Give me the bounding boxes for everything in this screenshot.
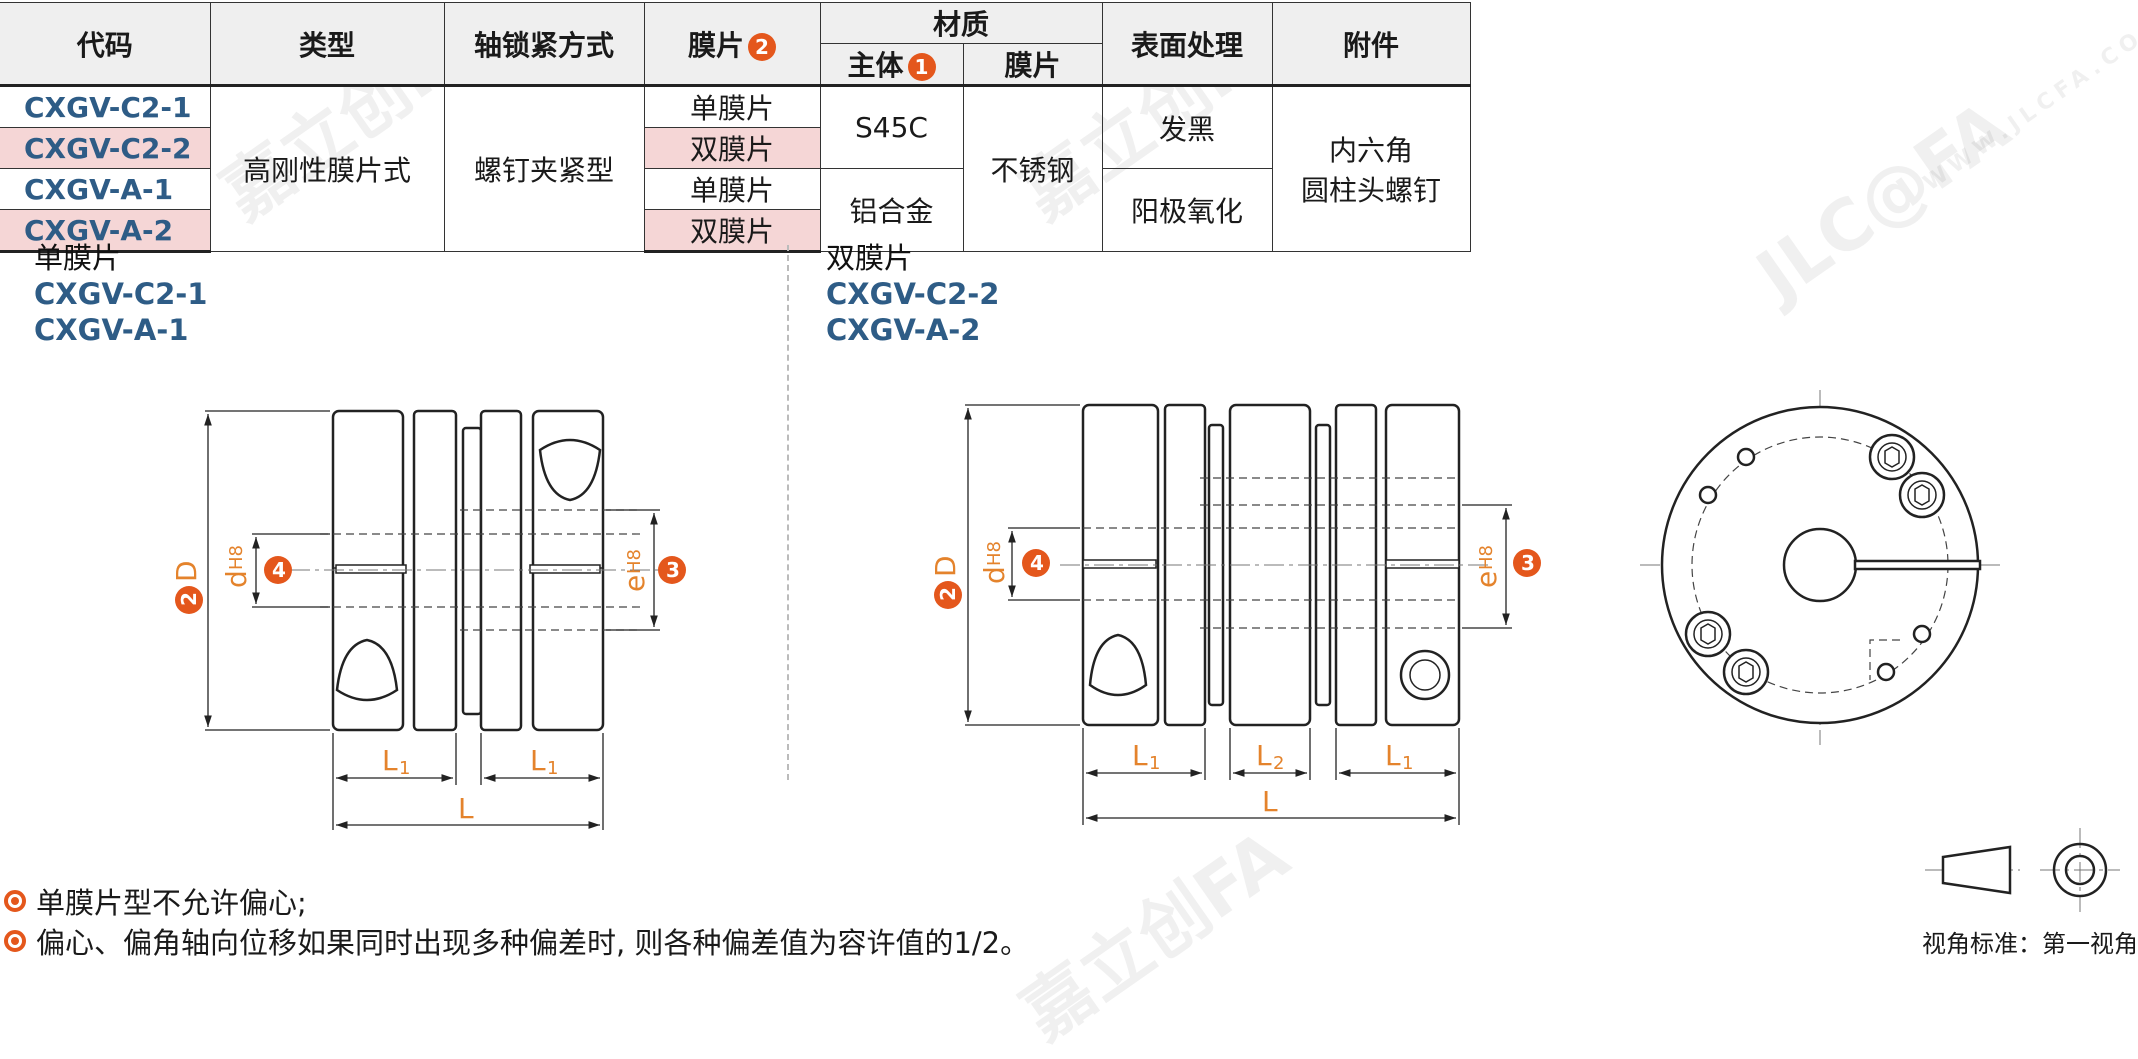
end-view <box>1640 390 2000 745</box>
diaphragm-cell: 单膜片 <box>643 85 821 128</box>
diaphragm-cell: 双膜片 <box>643 209 821 253</box>
body-cell: 铝合金 <box>819 168 964 252</box>
svg-text:2: 2 <box>936 587 960 601</box>
header-accessory: 附件 <box>1271 2 1471 86</box>
double-diaphragm-side-view <box>1060 403 1490 727</box>
accessory-cell: 内六角圆柱头螺钉 <box>1271 85 1471 252</box>
svg-text:H8: H8 <box>984 541 1005 566</box>
bullet-icon <box>4 890 26 912</box>
surface-cell: 阳极氧化 <box>1101 168 1273 252</box>
svg-text:H8: H8 <box>226 545 247 570</box>
code-cell: CXGV-A-2 <box>0 209 211 253</box>
svg-text:1: 1 <box>1149 753 1160 774</box>
header-type: 类型 <box>209 2 445 86</box>
svg-text:1: 1 <box>1402 753 1413 774</box>
svg-text:3: 3 <box>666 558 680 582</box>
header-mat-diaphragm: 膜片 <box>962 43 1103 86</box>
svg-text:e: e <box>618 575 651 592</box>
right-group-title: 双膜片 <box>826 241 914 275</box>
section-divider <box>787 245 789 780</box>
code-cell: CXGV-A-1 <box>0 168 211 210</box>
svg-text:1: 1 <box>399 758 410 779</box>
diaphragm-cell: 双膜片 <box>643 127 821 169</box>
table-row: CXGV-A-2 双膜片 <box>0 209 1470 253</box>
technical-drawing: .ol { fill: #fff; stroke: #222; stroke-w… <box>170 390 2120 912</box>
svg-text:d: d <box>978 566 1011 584</box>
svg-text:L: L <box>1262 785 1278 818</box>
mat-diaphragm-cell: 不锈钢 <box>962 85 1103 252</box>
lock-cell: 螺钉夹紧型 <box>443 85 645 252</box>
note-2: 偏心、偏角轴向位移如果同时出现多种偏差时, 则各种偏差值为容许值的1/2。 <box>4 920 1029 962</box>
svg-text:e: e <box>1470 571 1503 588</box>
surface-cell: 发黑 <box>1101 85 1273 169</box>
left-group-label: 单膜片 CXGV-C2-1 CXGV-A-1 <box>34 240 208 348</box>
header-code: 代码 <box>0 2 211 86</box>
svg-text:L: L <box>530 744 546 777</box>
svg-text:L: L <box>1256 739 1272 772</box>
diaphragm-cell: 单膜片 <box>643 168 821 210</box>
table-row: CXGV-C2-2 双膜片 <box>0 127 1470 169</box>
svg-text:H8: H8 <box>1476 545 1497 570</box>
left-group-code: CXGV-C2-1 <box>34 277 208 311</box>
table-row: CXGV-A-1 单膜片 铝合金 阳极氧化 <box>0 168 1470 252</box>
svg-text:3: 3 <box>1521 551 1535 575</box>
svg-text:L: L <box>382 744 398 777</box>
table-row: CXGV-C2-1 高刚性膜片式 螺钉夹紧型 单膜片 S45C 不锈钢 发黑 内… <box>0 85 1471 252</box>
bullet-icon <box>4 930 26 952</box>
right-group-code: CXGV-A-2 <box>826 313 981 347</box>
svg-text:2: 2 <box>177 592 201 606</box>
type-cell: 高刚性膜片式 <box>209 85 445 252</box>
svg-text:4: 4 <box>1030 551 1044 575</box>
header-material: 材质 <box>819 2 1103 44</box>
view-standard: 视角标准：第一视角 <box>1922 930 2138 958</box>
code-cell: CXGV-C2-1 <box>0 85 211 128</box>
svg-text:L: L <box>1385 739 1401 772</box>
left-group-code: CXGV-A-1 <box>34 313 189 347</box>
svg-text:H8: H8 <box>624 549 645 574</box>
right-group-label: 双膜片 CXGV-C2-2 CXGV-A-2 <box>826 240 1000 348</box>
svg-text:L: L <box>1132 739 1148 772</box>
projection-symbol <box>1925 828 2120 912</box>
right-group-code: CXGV-C2-2 <box>826 277 1000 311</box>
badge-1: 1 <box>907 53 936 81</box>
svg-text:4: 4 <box>272 558 286 582</box>
single-diaphragm-side-view <box>290 409 660 732</box>
badge-2: 2 <box>748 32 776 61</box>
svg-text:1: 1 <box>547 758 558 779</box>
code-cell: CXGV-C2-2 <box>0 127 211 169</box>
svg-text:D: D <box>170 560 203 582</box>
left-group-title: 单膜片 <box>34 241 122 275</box>
note-1: 单膜片型不允许偏心; <box>4 880 307 922</box>
svg-text:d: d <box>220 570 253 588</box>
svg-text:L: L <box>458 792 474 825</box>
svg-text:2: 2 <box>1273 753 1284 774</box>
svg-text:D: D <box>929 555 962 577</box>
